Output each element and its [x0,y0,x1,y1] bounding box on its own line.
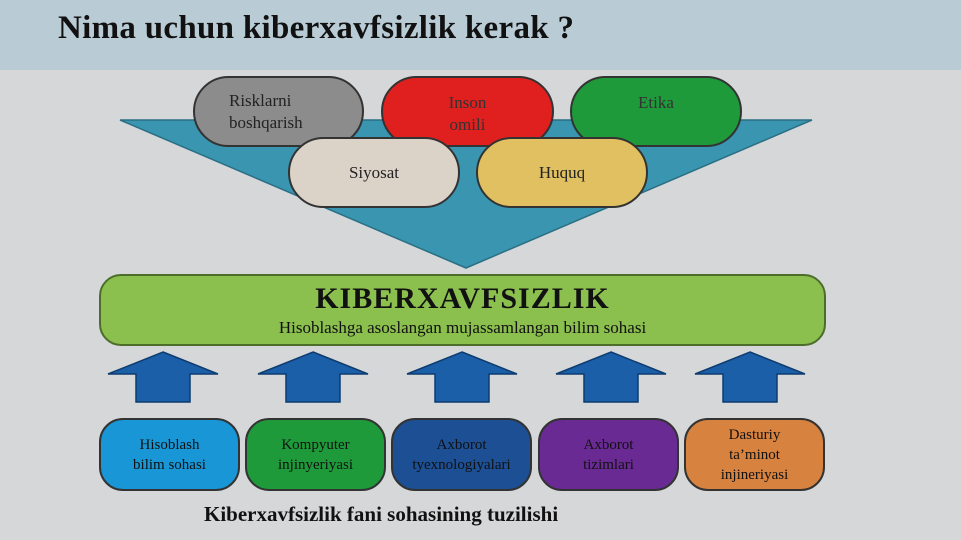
item-label: Huquq [538,162,586,182]
cybersecurity-subtitle: Hisoblashga asoslangan mujassamlangan bi… [278,318,647,337]
up-arrow-3 [406,351,518,403]
slide-title: Nima uchun kiberxavfsizlik kerak ? [58,10,575,46]
ethics-item: Etika [570,76,742,147]
law-item: Huquq [476,137,648,208]
up-arrow-4 [555,351,667,403]
policy-item: Siyosat [288,137,460,208]
up-arrow-2 [257,351,369,403]
cybersecurity-box: KIBERXAVFSIZLIK Hisoblashga asoslangan m… [99,274,826,346]
item-label: Etika [638,93,674,112]
up-arrow-1 [107,351,219,403]
diagram-caption: Kiberxavfsizlik fani sohasining tuzilish… [204,502,559,526]
cybersecurity-title: KIBERXAVFSIZLIK [315,282,610,315]
item-label: Siyosat [348,162,400,182]
up-arrow-5 [694,351,806,403]
title-bar [0,0,961,70]
